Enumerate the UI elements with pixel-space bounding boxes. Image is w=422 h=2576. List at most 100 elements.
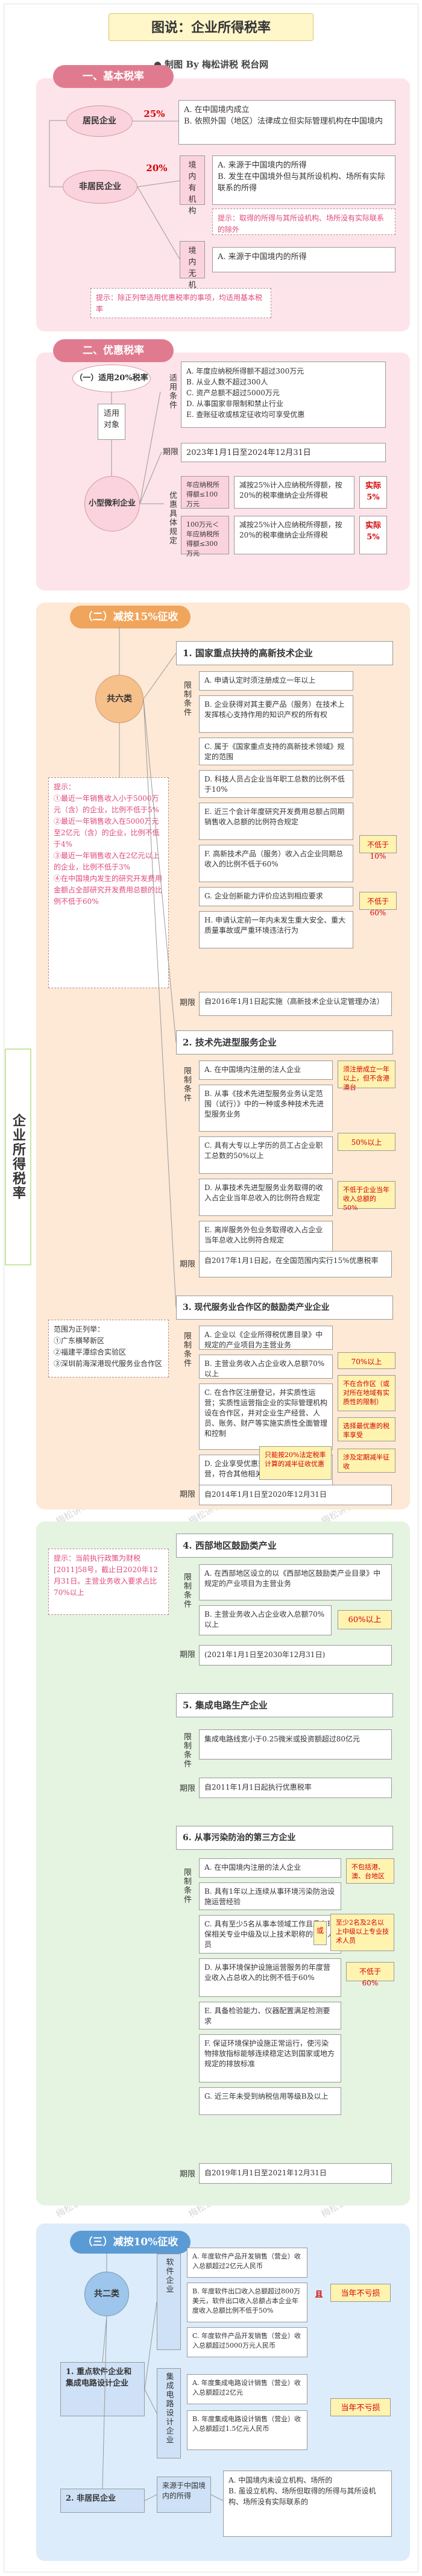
two-categories: 共二类 — [84, 2272, 129, 2316]
target-label: 适用对象 — [98, 404, 125, 440]
ic-design-cond-b: B. 年度集成电路设计销售（营业）收入总额超过1.5亿元人民币 — [187, 2410, 307, 2450]
cat2-condition: 来源于中国境内的所得 — [157, 2477, 211, 2513]
env-highlight-1: 不包括港、澳、台地区 — [346, 1858, 394, 1884]
rz-title: 3. 现代服务业合作区的鼓励类产业企业 — [176, 1296, 393, 1320]
ic-period-label: 期限 — [179, 1784, 195, 1793]
env-period-label: 期限 — [179, 2170, 195, 2179]
hnt-highlight-10: 不低于10% — [359, 835, 397, 860]
resident-enterprise: 居民企业 — [66, 105, 133, 137]
resident-conditions: A. 在中国境内成立 B. 依照外国（地区）法律成立但实际管理机构在中国境内 — [178, 100, 395, 145]
hnt-cond-item: D. 科技人员占企业当年职工总数的比例不低于10% — [199, 770, 353, 798]
cat1-ic-design-label: 集成电路设计企业 — [164, 2372, 174, 2445]
condition-label: 适用条件 — [168, 374, 177, 410]
section-10-header: （三）减按10%征收 — [70, 2231, 191, 2254]
software-cond-c: C. 年度软件产品开发销售（营业）收入总额超过5000万元人民币 — [187, 2327, 307, 2357]
rz-highlight-4: 涉及定期减半征收 — [338, 1449, 395, 1473]
west-title: 4. 西部地区鼓励类产业 — [176, 1534, 393, 1558]
cat1-software: 软件企业 — [157, 2254, 181, 2350]
env-period: 自2019年1月1日至2021年12月31日 — [199, 2163, 392, 2184]
env-highlight-60: 不低于60% — [346, 1962, 394, 1987]
tas-cond-item: C. 具有大专以上学历的员工占企业职工总数的50%以上 — [199, 1136, 333, 1174]
rz-period-label: 期限 — [179, 1490, 195, 1499]
tas-cond-item: D. 从事技术先进型服务业务取得的收入占企业当年总收入的比例符合规定 — [199, 1179, 333, 1216]
hnt-period: 自2016年1月1日起实施（高新技术企业认定管理办法） — [199, 992, 392, 1016]
ic-period: 自2011年1月1日起执行优惠税率 — [199, 1778, 392, 1798]
ic-title: 5. 集成电路生产企业 — [176, 1693, 393, 1717]
tas-cond-item: B. 从事《技术先进型服务业务认定范围（试行）》中的一种或多种技术先进型服务业务 — [199, 1085, 333, 1132]
west-highlight: 60%以上 — [338, 1610, 392, 1629]
rz-period: 自2014年1月1日至2020年12月31日 — [199, 1485, 392, 1505]
hnt-cond-item: B. 企业获得对其主要产品（服务）在技术上发挥核心支持作用的知识产权的所有权 — [199, 695, 353, 733]
rz-highlight-70: 70%以上 — [338, 1352, 395, 1369]
ic-cond-label: 限制条件 — [182, 1732, 191, 1769]
small-enterprise-conditions: A. 年度应纳税所得额不超过300万元 B. 从业人数不超过300人 C. 资产… — [181, 362, 386, 428]
rz-highlight-4b: 只能按20%法定税率计算的减半征收优惠 — [259, 1446, 332, 1480]
nonresident-has-office-conditions: A. 来源于中国境内的所得 B. 发生在中国境外但与其所设机构、场所有实际联系的… — [212, 155, 395, 205]
env-title: 6. 从事污染防治的第三方企业 — [176, 1826, 393, 1850]
page-frame — [4, 4, 418, 2572]
nonresident-no-office-conditions: A. 来源于中国境内的所得 — [212, 247, 395, 272]
tier1-actual-rate: 实际5% — [359, 476, 387, 509]
page-subtitle: ● 制图 By 梅松讲税 税台网 — [153, 59, 269, 70]
west-cond-b: B. 主营业务收入占企业收入总额70%以上 — [199, 1605, 332, 1635]
detail-label: 优惠具体规定 — [168, 491, 177, 545]
resident-rate: 25% — [143, 108, 165, 119]
ic-cond: 集成电路线宽小于0.25微米或投资额超过80亿元 — [199, 1729, 392, 1760]
software-cond-a: A. 年度软件产品开发销售（营业）收入总额超过2亿元人民币 — [187, 2248, 307, 2278]
cat1-software-label: 软件企业 — [164, 2258, 174, 2294]
hnt-cond-item: G. 企业创新能力评价应达到相应要求 — [199, 887, 353, 906]
section-preferential-header: 二、优惠税率 — [53, 339, 174, 362]
basic-rate-tip: 提示：除正列举适用优惠税率的事项，均适用基本税率 — [90, 288, 271, 318]
software-and: 且 — [315, 2290, 323, 2299]
cat1-title: 1. 重点软件企业和集成电路设计企业 — [60, 2362, 145, 2416]
period-label: 期限 — [162, 448, 178, 457]
ic-design-no-loss: 当年不亏损 — [330, 2398, 391, 2416]
section-15-header: （二）减按15%征收 — [70, 606, 191, 628]
rz-cond-item: C. 在合作区注册登记，并实质性运营；实质性运营指企业的实际管理机构设在合作区，… — [199, 1384, 333, 1450]
side-label: 企业所得税率 — [5, 1048, 31, 1265]
hnt-cond-label: 限制条件 — [182, 681, 191, 717]
rz-cond-label: 限制条件 — [182, 1332, 191, 1368]
section-basic-header: 一、基本税率 — [53, 65, 174, 88]
section-15-tip: 提示： ①最近一年销售收入小于5000万元（含）的企业，比例不低于5% ②最近一… — [48, 777, 169, 988]
page-title: 图说：企业所得税率 — [109, 13, 313, 41]
env-cond-item: D. 从事环境保护设施运营服务的年度营业收入占总收入的比例不低于60% — [199, 1958, 341, 1997]
nonresident-no-office: 境内无机构 — [180, 241, 205, 301]
west-period-label: 期限 — [179, 1650, 195, 1659]
tas-title: 2. 技术先进型服务企业 — [176, 1030, 393, 1055]
small-low-profit-enterprise: 小型微利企业 — [84, 476, 140, 531]
env-cond-item: A. 在中国境内注册的法人企业 — [199, 1858, 341, 1878]
cat1-ic-design: 集成电路设计企业 — [157, 2368, 181, 2458]
tas-cond-label: 限制条件 — [182, 1067, 191, 1103]
west-cond-label: 限制条件 — [182, 1573, 191, 1609]
six-categories: 共六类 — [95, 675, 143, 723]
hnt-cond-item: H. 申请认定前一年内未发生重大安全、重大质量事故或严重环境违法行为 — [199, 911, 353, 948]
tier1-condition: 年应纳税所得额≤100万元 — [181, 476, 229, 509]
tas-highlight-50: 50%以上 — [338, 1133, 395, 1151]
nonresident-note: 提示：取得的所得与其所设机构、场所没有实际联系的除外 — [212, 208, 395, 235]
nonresident-rate: 20% — [146, 163, 168, 174]
software-cond-b: B. 年度软件出口收入总额超过800万美元，软件出口收入总额占本企业年度收入总额… — [187, 2283, 307, 2322]
nonresident-enterprise: 非居民企业 — [63, 170, 137, 204]
tas-period-label: 期限 — [179, 1260, 195, 1269]
hnt-cond-item: F. 高新技术产品（服务）收入占企业同期总收入的比例不低于60% — [199, 845, 353, 882]
tas-highlight-1: 须注册成立一年以上，但不含港澳台 — [338, 1061, 395, 1091]
hnt-cond-item: E. 近三个会计年度研究开发费用总额占同期销售收入总额的比例符合规定 — [199, 803, 353, 840]
tas-highlight-3: 不低于企业当年收入总额的50% — [338, 1181, 395, 1212]
tas-period: 自2017年1月1日起，在全国范围内实行15%优惠税率 — [199, 1251, 392, 1277]
rz-highlight-3: 选择最优惠的税率享受 — [338, 1417, 395, 1441]
west-cond-a: A. 在西部地区设立的以《西部地区鼓励类产业目录》中规定的产业项目为主营业务 — [199, 1564, 392, 1600]
rz-cond-item: B. 主营业务收入占企业收入总额70%以上 — [199, 1355, 333, 1379]
west-period: (2021年1月1日至2030年12月31日) — [199, 1645, 392, 1666]
tier2-rule: 减按25%计入应纳税所得额，按20%的税率缴纳企业所得税 — [234, 516, 354, 554]
tier1-rule: 减按25%计入应纳税所得额，按20%的税率缴纳企业所得税 — [234, 476, 354, 509]
hnt-highlight-60: 不低于60% — [359, 892, 397, 917]
env-highlight-2: 至少2名及2名以上中级以上专业技术人员 — [330, 1914, 394, 1951]
hnt-period-label: 期限 — [179, 998, 195, 1008]
rate-20-subheader: （一）适用20%税率 — [72, 365, 151, 392]
nonresident-has-office: 境内有机构 — [180, 155, 205, 216]
cat2-title: 2. 非居民企业 — [60, 2489, 145, 2513]
hnt-cond-item: C. 属于《国家重点支持的高新技术领域》规定的范围 — [199, 738, 353, 765]
env-cond-item: E. 具备检验能力、仪器配置满足检测要求 — [199, 2002, 341, 2029]
